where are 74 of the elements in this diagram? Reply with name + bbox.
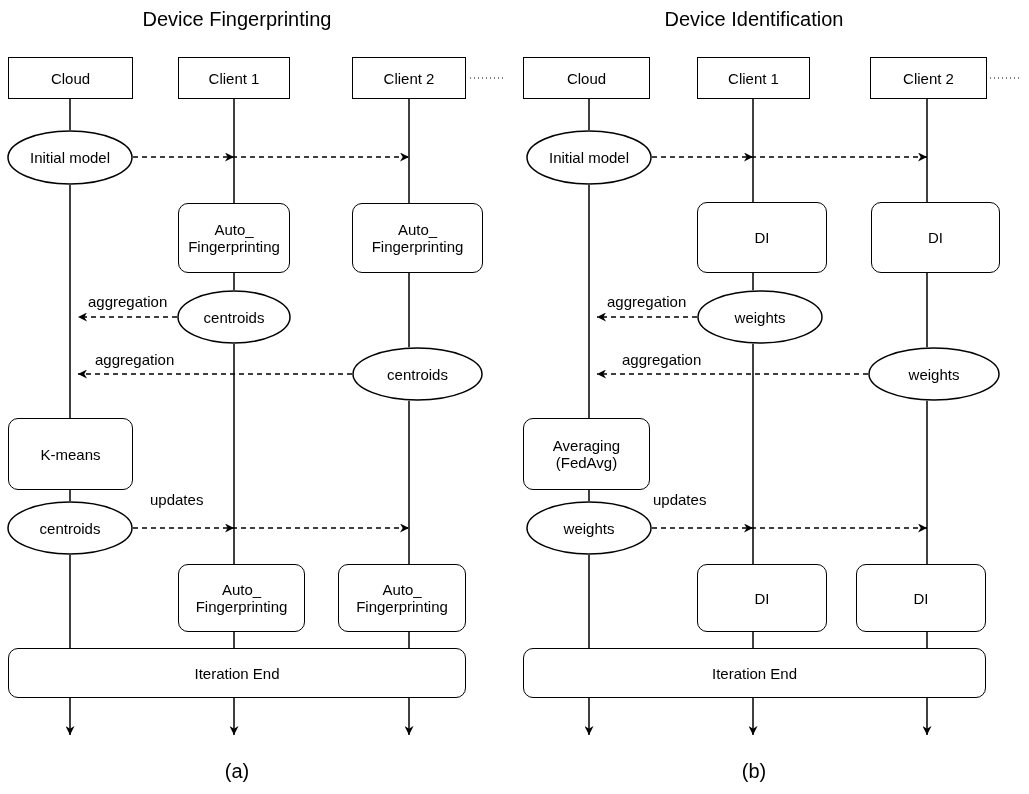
oval-node: weights: [868, 347, 1000, 401]
panel-title: Device Fingerprinting: [142, 8, 332, 31]
oval-node: Initial model: [7, 130, 133, 185]
lifeline: [408, 631, 410, 649]
process-box: DI: [856, 564, 986, 632]
edge-label: updates: [653, 491, 707, 508]
lifeline: [588, 489, 590, 502]
lifeline: [69, 554, 71, 649]
edge-label: aggregation: [88, 293, 168, 310]
edge-label: aggregation: [95, 351, 175, 368]
lifeline-arrow: [229, 697, 239, 736]
edge-label: updates: [150, 491, 204, 508]
edge-label: aggregation: [622, 351, 702, 368]
process-box: Iteration End: [523, 648, 986, 698]
lifeline-header-box: Cloud: [8, 57, 133, 99]
lifeline: [588, 554, 590, 649]
edge-label: aggregation: [607, 293, 687, 310]
message-arrow: [132, 153, 410, 162]
message-arrow: [651, 524, 928, 533]
message-arrow: [651, 153, 928, 162]
lifeline-header-box: Client 2: [870, 57, 987, 99]
lifeline: [233, 343, 235, 565]
panel-caption: (a): [224, 760, 250, 783]
lifeline: [926, 98, 928, 203]
message-arrow: [77, 312, 178, 322]
lifeline: [588, 184, 590, 419]
lifeline-arrow: [584, 697, 594, 736]
process-box: DI: [871, 202, 1000, 273]
lifeline: [926, 400, 928, 565]
oval-node: centroids: [352, 347, 483, 401]
lifeline-header-box: Cloud: [523, 57, 650, 99]
lifeline-arrow: [404, 697, 414, 736]
process-box: Averaging (FedAvg): [523, 418, 650, 490]
message-arrow: [77, 369, 353, 379]
oval-node: centroids: [177, 290, 291, 344]
lifeline: [69, 98, 71, 131]
lifeline: [752, 343, 754, 565]
process-box: DI: [697, 202, 827, 273]
lifeline-arrow: [922, 697, 932, 736]
lifeline: [408, 400, 410, 565]
lifeline: [752, 98, 754, 203]
lifeline: [926, 631, 928, 649]
process-box: Auto_ Fingerprinting: [178, 564, 305, 632]
lifeline: [69, 489, 71, 502]
oval-node: Initial model: [526, 130, 652, 185]
process-box: DI: [697, 564, 827, 632]
process-box: Auto_ Fingerprinting: [178, 203, 290, 273]
process-box: Auto_ Fingerprinting: [352, 203, 483, 273]
process-box: Iteration End: [8, 648, 466, 698]
oval-node: centroids: [7, 501, 133, 555]
lifeline: [233, 631, 235, 649]
lifeline: [926, 272, 928, 348]
lifeline-header-box: Client 1: [697, 57, 810, 99]
lifeline: [69, 184, 71, 419]
lifeline: [588, 98, 590, 131]
process-box: K-means: [8, 418, 133, 490]
oval-node: weights: [697, 290, 823, 344]
lifeline-header-box: Client 2: [352, 57, 466, 99]
process-box: Auto_ Fingerprinting: [338, 564, 466, 632]
lifeline-header-box: Client 1: [178, 57, 290, 99]
message-arrow: [132, 524, 410, 533]
panel-title: Device Identification: [664, 8, 844, 31]
lifeline: [408, 98, 410, 204]
message-arrow: [596, 369, 869, 379]
lifeline: [233, 272, 235, 291]
oval-node: weights: [526, 501, 652, 555]
message-arrow: [596, 312, 698, 322]
lifeline: [752, 631, 754, 649]
lifeline-arrow: [65, 697, 75, 736]
lifeline-arrow: [748, 697, 758, 736]
lifeline: [408, 272, 410, 348]
lifeline: [752, 272, 754, 291]
panel-caption: (b): [741, 760, 767, 783]
lifeline: [233, 98, 235, 204]
